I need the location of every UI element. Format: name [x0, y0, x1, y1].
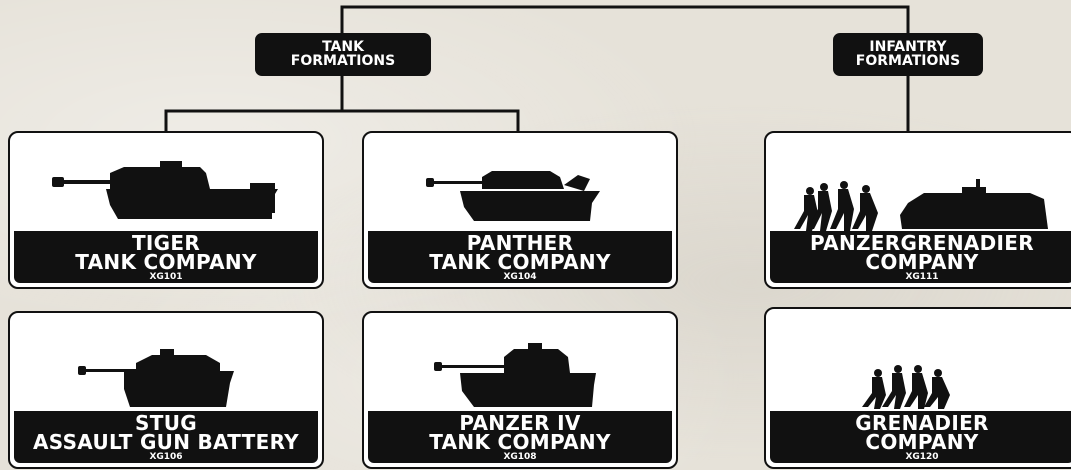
stug-icon: [10, 313, 322, 413]
tank-formations-line1: TANK: [257, 40, 429, 54]
grenadier-code: XG120: [770, 452, 1071, 462]
panzergrenadier-company-card[interactable]: PANZERGRENADIER COMPANY XG111: [764, 131, 1071, 289]
panzer-iv-tank-company-card[interactable]: PANZER IV TANK COMPANY XG108: [362, 311, 678, 469]
panzergrenadier-subtitle: COMPANY: [770, 253, 1071, 272]
stug-caption: STUG ASSAULT GUN BATTERY XG106: [14, 411, 318, 463]
tiger-caption: TIGER TANK COMPANY XG101: [14, 231, 318, 283]
tiger-code: XG101: [14, 272, 318, 282]
panther-tank-icon: [364, 133, 676, 233]
panzergrenadier-caption: PANZERGRENADIER COMPANY XG111: [770, 231, 1071, 283]
panzer-iv-caption: PANZER IV TANK COMPANY XG108: [368, 411, 672, 463]
panther-subtitle: TANK COMPANY: [368, 253, 672, 272]
tank-formations-line2: FORMATIONS: [257, 54, 429, 68]
grenadier-caption: GRENADIER COMPANY XG120: [770, 411, 1071, 463]
panzer-iv-icon: [364, 313, 676, 413]
infantry-formations-header: INFANTRY FORMATIONS: [833, 33, 983, 76]
tank-formations-header: TANK FORMATIONS: [255, 33, 431, 76]
panzer-iv-code: XG108: [368, 452, 672, 462]
tiger-tank-company-card[interactable]: TIGER TANK COMPANY XG101: [8, 131, 324, 289]
panther-code: XG104: [368, 272, 672, 282]
tiger-subtitle: TANK COMPANY: [14, 253, 318, 272]
grenadier-subtitle: COMPANY: [770, 433, 1071, 452]
panzer-iv-subtitle: TANK COMPANY: [368, 433, 672, 452]
halftrack-infantry-icon: [766, 133, 1071, 233]
panther-caption: PANTHER TANK COMPANY XG104: [368, 231, 672, 283]
panzergrenadier-code: XG111: [770, 272, 1071, 282]
tiger-tank-icon: [10, 133, 322, 233]
infantry-formations-line1: INFANTRY: [835, 40, 981, 54]
infantry-formations-line2: FORMATIONS: [835, 54, 981, 68]
infantry-squad-icon: [766, 309, 1071, 413]
stug-assault-gun-battery-card[interactable]: STUG ASSAULT GUN BATTERY XG106: [8, 311, 324, 469]
panther-tank-company-card[interactable]: PANTHER TANK COMPANY XG104: [362, 131, 678, 289]
grenadier-company-card[interactable]: GRENADIER COMPANY XG120: [764, 307, 1071, 469]
stug-subtitle: ASSAULT GUN BATTERY: [14, 433, 318, 452]
